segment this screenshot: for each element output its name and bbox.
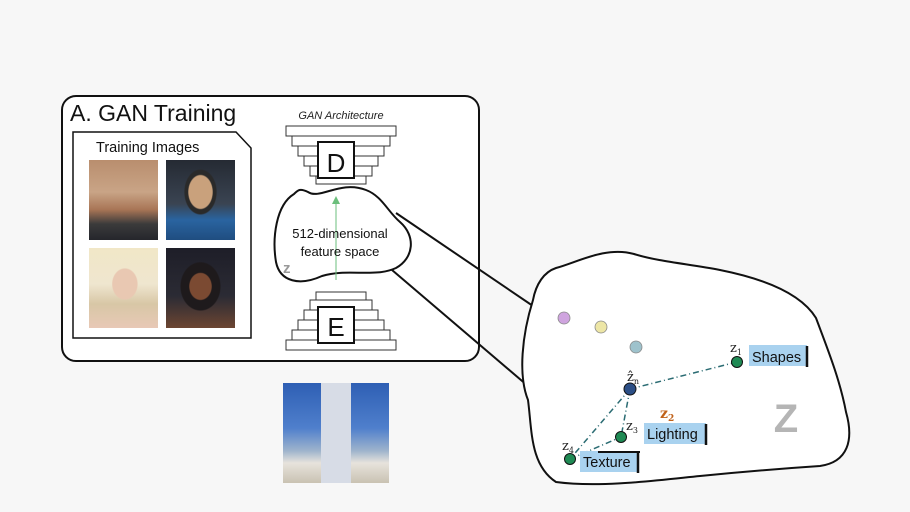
connector-line-top [395,212,534,307]
latent-space-blob [521,250,851,486]
point-z-n [623,382,637,396]
label-z-2: z2 [660,406,674,424]
point-z-1 [731,356,743,368]
feature-arrow-head [332,196,340,204]
latent-space-label: Z [774,397,798,441]
encoder-label: E [327,312,344,342]
feature-space-line1: 512-dimensional [292,226,388,241]
training-photo-1 [89,160,158,240]
svg-text:Shapes: Shapes [752,350,801,366]
training-images-label: Training Images [96,140,199,156]
tag-lighting: Lighting [644,423,708,445]
dot-teal [629,340,643,354]
svg-text:Lighting: Lighting [647,427,698,443]
training-photo-2 [166,160,235,240]
architecture-label: GAN Architecture [298,110,383,122]
training-photo-3 [89,248,158,328]
dot-purple [557,311,571,325]
training-photo-4 [166,248,235,328]
panel-title: A. GAN Training [70,100,236,126]
label-z-n: ẑn [627,370,639,386]
dot-yellow [594,320,608,334]
tag-texture: Texture [580,451,640,473]
label-z-1: z1 [730,341,742,357]
discriminator-label: D [327,148,346,178]
discriminator-block: D [285,125,397,185]
connector-line-bottom [391,269,529,387]
tag-shapes: Shapes [749,345,809,367]
label-z-4: z4 [562,439,574,455]
svg-text:Texture: Texture [583,455,631,471]
building-photo [283,383,389,483]
point-z-4 [564,453,576,465]
latent-dashed-lines [569,361,738,460]
feature-space-line2: feature space [301,244,380,259]
encoder-block: E [285,291,397,351]
label-z-3: z3 [626,419,638,435]
point-z-3 [615,431,627,443]
feature-space-blob [273,186,412,283]
feature-z-label: z [283,260,291,277]
